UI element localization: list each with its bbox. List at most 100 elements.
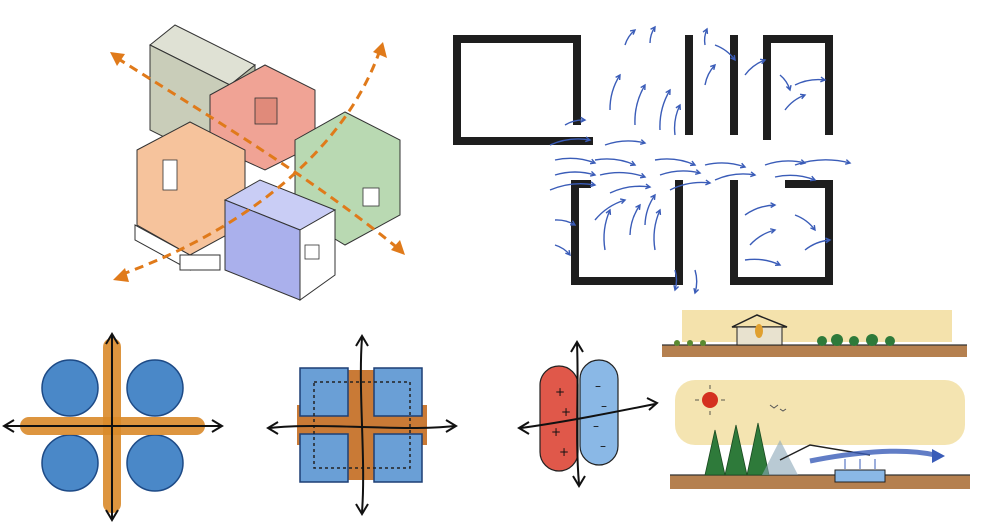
flow-arrowhead <box>645 183 652 190</box>
flow-arrowhead <box>565 249 571 257</box>
flow-arrow <box>654 158 696 166</box>
flow-arrow <box>604 140 646 146</box>
flow-arrow <box>749 229 776 246</box>
minus-sign: – <box>593 419 599 433</box>
flow-arrowhead <box>673 284 680 292</box>
direction-arrows <box>266 334 458 516</box>
wind-flow <box>809 448 936 464</box>
circle <box>126 434 184 492</box>
flow-arrowhead <box>590 181 597 188</box>
flow-arrow <box>804 239 831 251</box>
flow-arrowhead <box>770 202 777 209</box>
flow-arrowhead <box>702 27 709 35</box>
flow-arrowhead <box>785 84 792 92</box>
tile <box>373 367 423 417</box>
arrowhead <box>391 240 405 255</box>
flow-arrow <box>704 162 746 168</box>
sky-wash <box>682 310 952 342</box>
flow-arrowhead <box>820 76 827 83</box>
sky-wash <box>675 380 965 445</box>
flow-arrowhead <box>675 103 681 111</box>
flow-arrow <box>549 138 591 146</box>
flow-arrowhead <box>640 83 646 91</box>
arrowhead <box>932 449 945 463</box>
flow-arrowhead <box>635 203 641 211</box>
arrowhead <box>110 52 125 66</box>
tile <box>299 433 349 483</box>
flow-arrowhead <box>629 160 637 167</box>
flow-arrowhead <box>605 208 612 216</box>
flow-arrowhead <box>665 88 671 96</box>
flow-arrow <box>794 159 851 166</box>
plus-sign: + <box>559 445 569 459</box>
section-sun-trees-icon <box>670 380 970 489</box>
airflow-arrows <box>549 25 852 295</box>
flow-arrowhead <box>689 160 697 167</box>
flow-arrowhead <box>639 172 647 179</box>
stair-detail <box>254 97 278 125</box>
flow-arrow <box>704 64 716 86</box>
flow-arrow <box>669 181 711 191</box>
flow-arrowhead <box>769 228 777 234</box>
shrub-row <box>817 334 895 346</box>
plus-sign: + <box>561 405 571 419</box>
flow-arrow <box>794 78 826 86</box>
flow-arrow <box>549 183 596 191</box>
tile <box>299 367 349 417</box>
arrowhead <box>113 268 129 282</box>
site-section-top <box>662 305 967 367</box>
plus-sign: + <box>555 385 565 399</box>
isometric-diagram <box>95 10 435 305</box>
direction-arrows <box>2 332 224 522</box>
flow-arrow <box>659 170 701 176</box>
minus-sign: – <box>595 379 601 393</box>
flow-arrow <box>609 74 621 111</box>
flow-arrowhead <box>589 158 597 165</box>
flow-arrowhead <box>750 171 757 178</box>
window-opening <box>304 244 320 260</box>
flow-arrow <box>714 44 736 61</box>
flow-arrowhead <box>809 175 817 182</box>
flow-arrow <box>714 173 756 181</box>
flow-arrow <box>594 199 626 221</box>
flow-arrow <box>784 94 806 111</box>
tile <box>373 433 423 483</box>
flow-arrowhead <box>825 237 832 244</box>
flow-arrow <box>554 219 576 226</box>
circle <box>41 359 99 417</box>
mountain <box>762 440 798 475</box>
flow-arrow <box>554 171 596 176</box>
flow-arrow <box>659 89 671 131</box>
cross-circles-icon <box>2 332 224 522</box>
flame-icon <box>755 324 763 338</box>
flow-arrow <box>744 258 781 266</box>
cross-squares-icon <box>266 334 458 516</box>
pressure-zones-diagram: + + + + – – – – <box>515 338 660 488</box>
cross-squares-diagram <box>262 330 462 520</box>
flow-arrowhead <box>799 159 807 165</box>
flow-arrowhead <box>693 287 700 295</box>
section-sketch-icon <box>662 310 967 357</box>
flow-arrow <box>744 59 766 76</box>
cross-circles-diagram <box>0 328 225 523</box>
flow-arrowhead <box>589 170 597 177</box>
flow-arrow <box>634 84 646 126</box>
sun-rays <box>695 385 725 415</box>
flow-arrow <box>694 269 698 294</box>
flow-arrow <box>744 204 776 216</box>
flow-arrowhead <box>650 25 656 33</box>
pressure-ovals-icon: + + + + – – – – <box>517 340 659 488</box>
walls <box>453 35 833 285</box>
ground <box>670 475 970 489</box>
arrowhead <box>373 42 387 58</box>
flow-arrow <box>673 104 681 136</box>
flow-arrow <box>564 119 586 126</box>
flow-arrowhead <box>810 224 816 232</box>
grass-row <box>674 340 706 346</box>
site-section-bottom <box>670 375 970 505</box>
flow-arrowhead <box>759 58 767 65</box>
flow-arrowhead <box>585 136 592 143</box>
flow-arrowhead <box>639 139 647 145</box>
flow-arrowhead <box>650 193 656 201</box>
door-opening <box>162 159 178 191</box>
